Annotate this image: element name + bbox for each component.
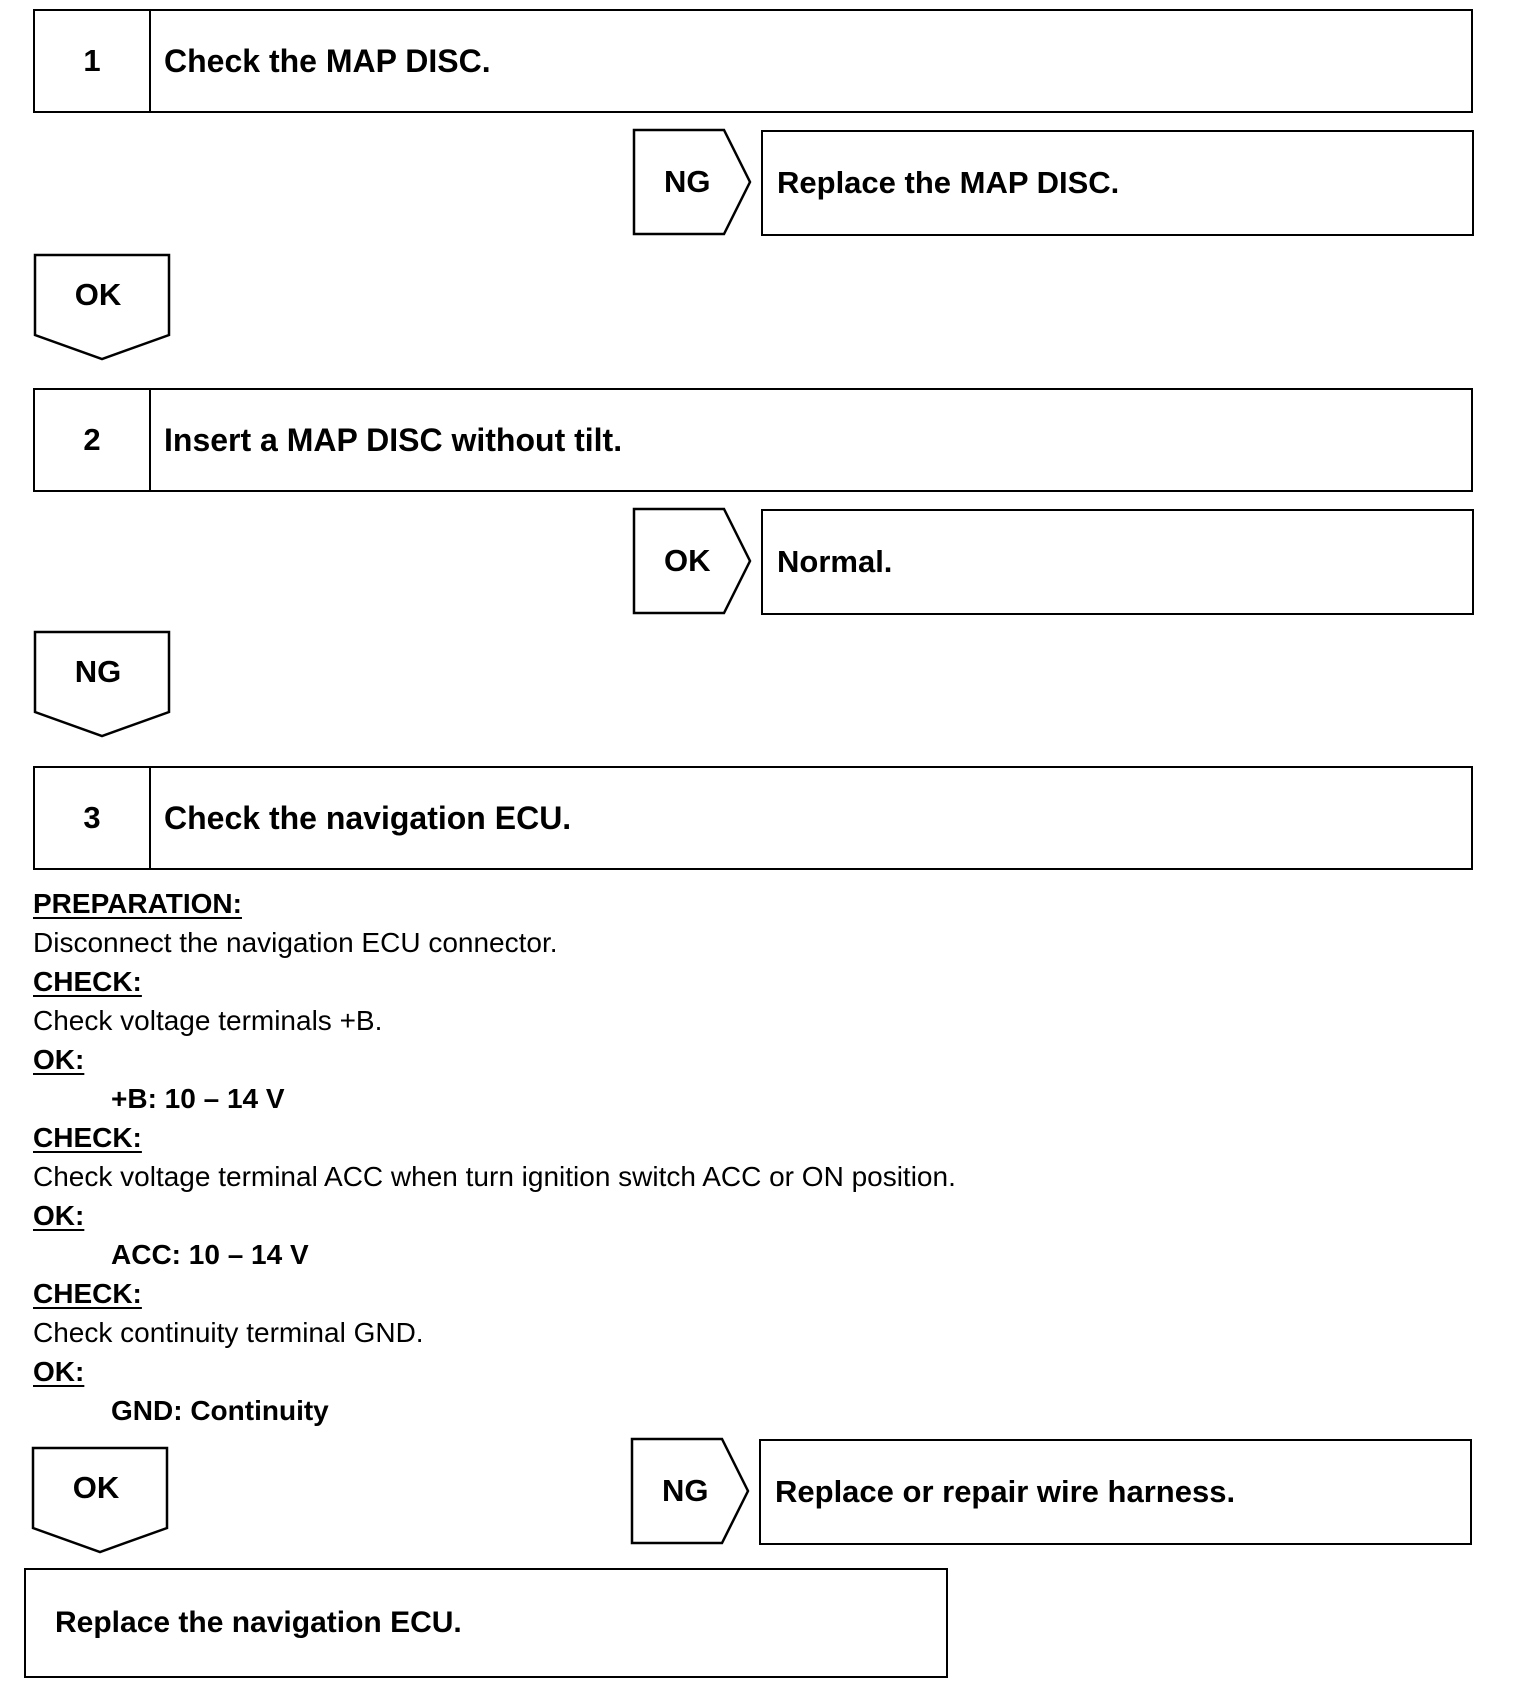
ok-heading: OK: (33, 1200, 85, 1231)
arrow-label: NG (662, 1473, 709, 1508)
check-heading: CHECK: (33, 1122, 142, 1153)
ok-value: ACC: 10 – 14 V (111, 1239, 309, 1270)
ok-arrow-right: OK (632, 507, 754, 615)
arrow-label: OK (74, 277, 122, 312)
arrow-label: OK (72, 1470, 120, 1505)
ok-value: +B: 10 – 14 V (111, 1083, 285, 1114)
preparation-text: Disconnect the navigation ECU connector. (33, 927, 558, 958)
ng-arrow-right: NG (630, 1437, 752, 1545)
ok-heading: OK: (33, 1356, 85, 1387)
preparation-heading: PREPARATION: (33, 888, 242, 919)
ok-value: GND: Continuity (111, 1395, 329, 1426)
step-number: 2 (35, 390, 151, 490)
ok-heading: OK: (33, 1044, 85, 1075)
step-number: 3 (35, 768, 151, 868)
step-title: Check the MAP DISC. (164, 42, 491, 79)
check-heading: CHECK: (33, 1278, 142, 1309)
step-3-box: 3 Check the navigation ECU. (33, 766, 1473, 870)
ng-arrow-down: NG (33, 630, 173, 738)
ng-arrow-right: NG (632, 128, 754, 236)
arrow-label: NG (664, 164, 711, 199)
step-number: 1 (35, 11, 151, 111)
ok-arrow-down: OK (33, 253, 173, 361)
check-text: Check voltage terminals +B. (33, 1005, 383, 1036)
check-text: Check voltage terminal ACC when turn ign… (33, 1161, 956, 1192)
ok-arrow-down: OK (31, 1446, 171, 1554)
check-heading: CHECK: (33, 966, 142, 997)
step-title: Check the navigation ECU. (164, 799, 572, 836)
result-box-normal: Normal. (761, 509, 1474, 615)
step-2-box: 2 Insert a MAP DISC without tilt. (33, 388, 1473, 492)
arrow-label: NG (74, 654, 122, 689)
check-text: Check continuity terminal GND. (33, 1317, 424, 1348)
result-box-replace-wire-harness: Replace or repair wire harness. (759, 1439, 1472, 1545)
arrow-label: OK (664, 543, 711, 578)
procedure-section: PREPARATION: Disconnect the navigation E… (33, 884, 1233, 1430)
final-action-box: Replace the navigation ECU. (24, 1568, 948, 1678)
step-title: Insert a MAP DISC without tilt. (164, 421, 623, 458)
result-box-replace-map-disc: Replace the MAP DISC. (761, 130, 1474, 236)
step-1-box: 1 Check the MAP DISC. (33, 9, 1473, 113)
